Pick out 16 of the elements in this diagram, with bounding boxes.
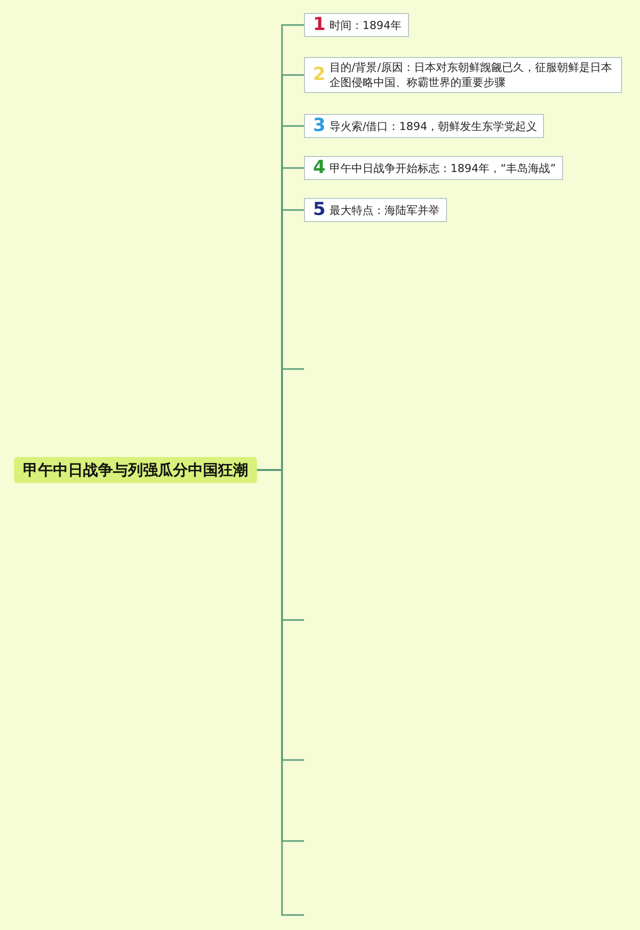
topic-number: 5 [313, 201, 326, 219]
topic-text: 甲午中日战争开始标志：1894年，“丰岛海战” [330, 160, 556, 176]
topic-box [304, 198, 447, 222]
topic-number: 4 [313, 159, 326, 177]
root-topic: 甲午中日战争与列强瓜分中国狂潮 [14, 457, 257, 483]
topic-box [304, 156, 563, 180]
topic-box [304, 57, 622, 93]
topic-number: 3 [313, 117, 326, 135]
topic-box [304, 13, 409, 37]
topic-box [304, 114, 544, 138]
topic-text: 导火索/借口：1894，朝鲜发生东学党起义 [330, 118, 538, 134]
topic-text: 时间：1894年 [330, 18, 402, 32]
topic-number: 1 [313, 16, 326, 34]
topic-number: 2 [313, 66, 326, 84]
topic-text: 最大特点：海陆军并举 [330, 202, 440, 218]
topic-text: 目的/背景/原因：日本对东朝鲜觊觎已久，征服朝鲜是日本企图侵略中国、称霸世界的重要步骤 [330, 60, 613, 90]
